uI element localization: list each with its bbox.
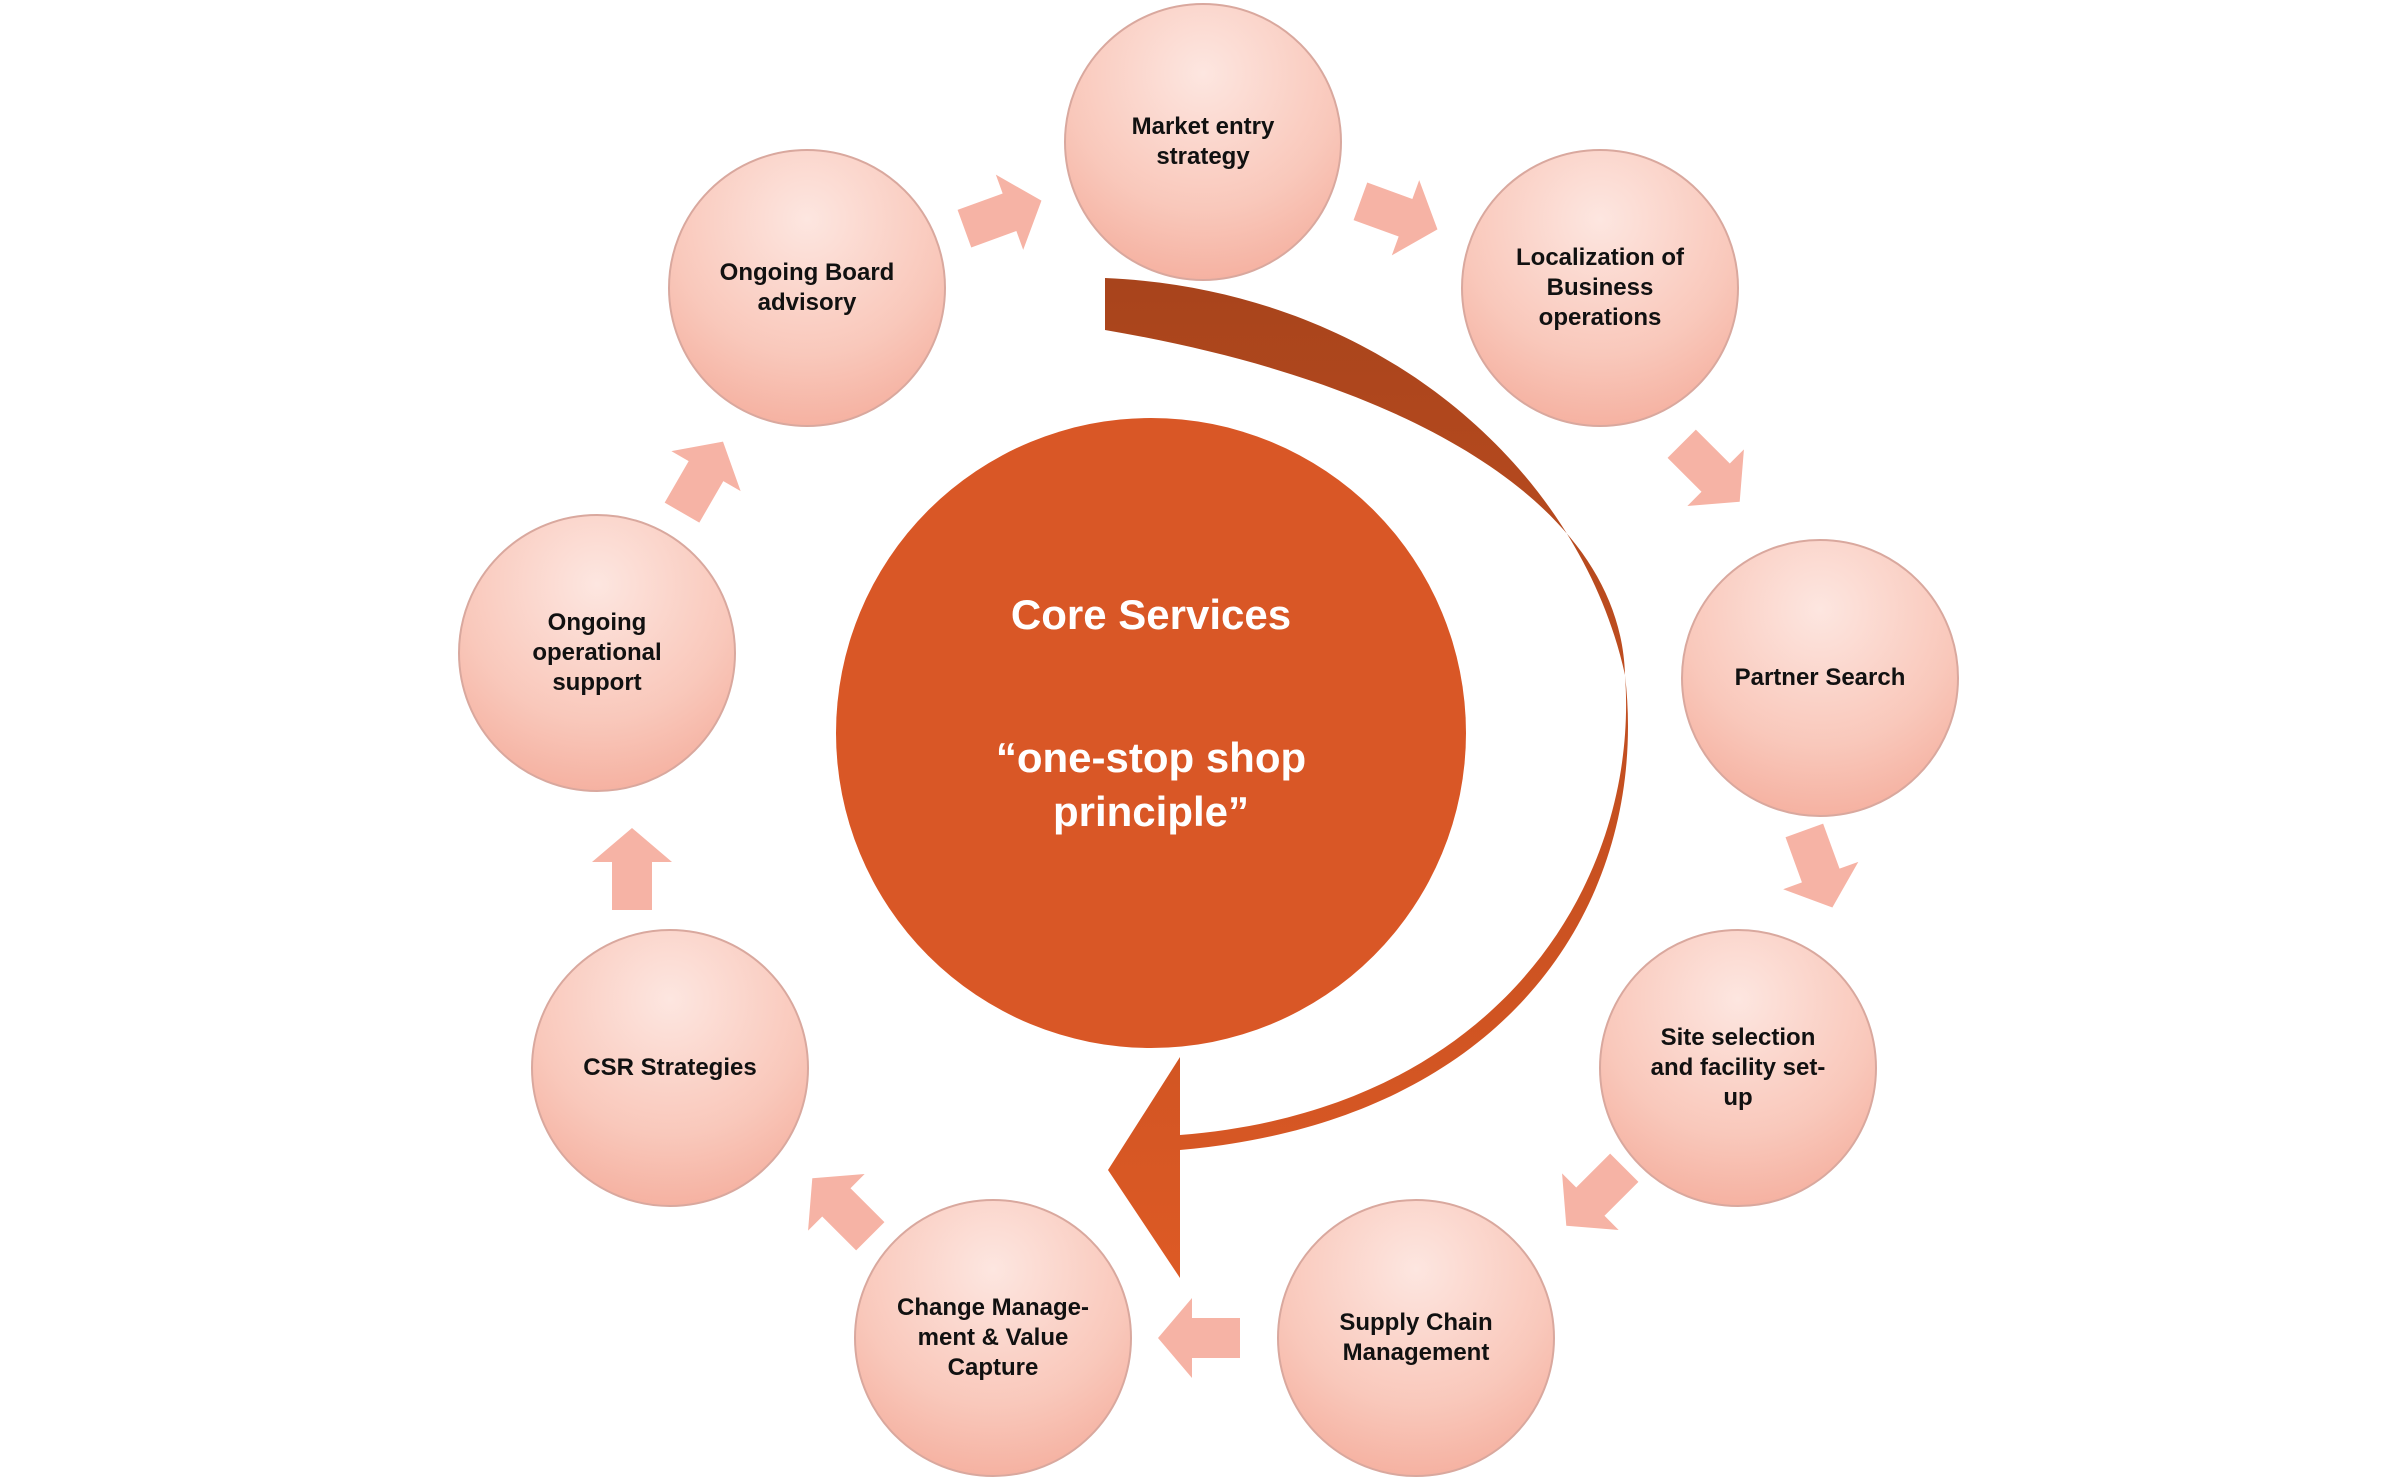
node-label: Localization of Business operations (1516, 244, 1684, 331)
node-label: Supply Chain Management (1339, 1309, 1493, 1366)
node-label: Ongoing Board advisory (719, 259, 895, 316)
node-supply-chain: Supply Chain Management (1277, 1199, 1555, 1477)
node-label: Market entry strategy (1131, 113, 1275, 170)
chevron-arrow-icon (1783, 823, 1859, 908)
node-label: Change Manage- ment & Value Capture (896, 1294, 1090, 1381)
node-label: Partner Search (1734, 664, 1906, 691)
node-label: Ongoing operational support (532, 609, 662, 696)
chevron-arrow-icon (664, 441, 741, 523)
node-label: Site selection and facility set- up (1650, 1024, 1826, 1111)
node-localization: Localization of Business operations (1461, 149, 1739, 427)
node-label: CSR Strategies (583, 1054, 757, 1081)
chevron-arrow-icon (592, 828, 672, 910)
curved-arrow-icon (1105, 278, 1628, 1278)
chevron-arrow-icon (957, 174, 1042, 250)
node-site-selection: Site selection and facility set- up (1599, 929, 1877, 1207)
node-operational-support: Ongoing operational support (458, 514, 736, 792)
core-services-circle: Core Services “one-stop shop principle” (836, 418, 1466, 1048)
node-change-management: Change Manage- ment & Value Capture (854, 1199, 1132, 1477)
node-csr-strategies: CSR Strategies (531, 929, 809, 1207)
node-partner-search: Partner Search (1681, 539, 1959, 817)
chevron-arrow-icon (808, 1174, 885, 1251)
node-market-entry-strategy: Market entry strategy (1064, 3, 1342, 281)
chevron-arrow-icon (1562, 1153, 1639, 1230)
center-title: Core Services (1010, 591, 1292, 638)
connector-arrows (592, 174, 1859, 1378)
chevron-arrow-icon (1158, 1298, 1240, 1378)
chevron-arrow-icon (1353, 180, 1438, 256)
center-subtitle: “one-stop shop principle” (995, 734, 1307, 835)
chevron-arrow-icon (1667, 429, 1744, 506)
node-board-advisory: Ongoing Board advisory (668, 149, 946, 427)
